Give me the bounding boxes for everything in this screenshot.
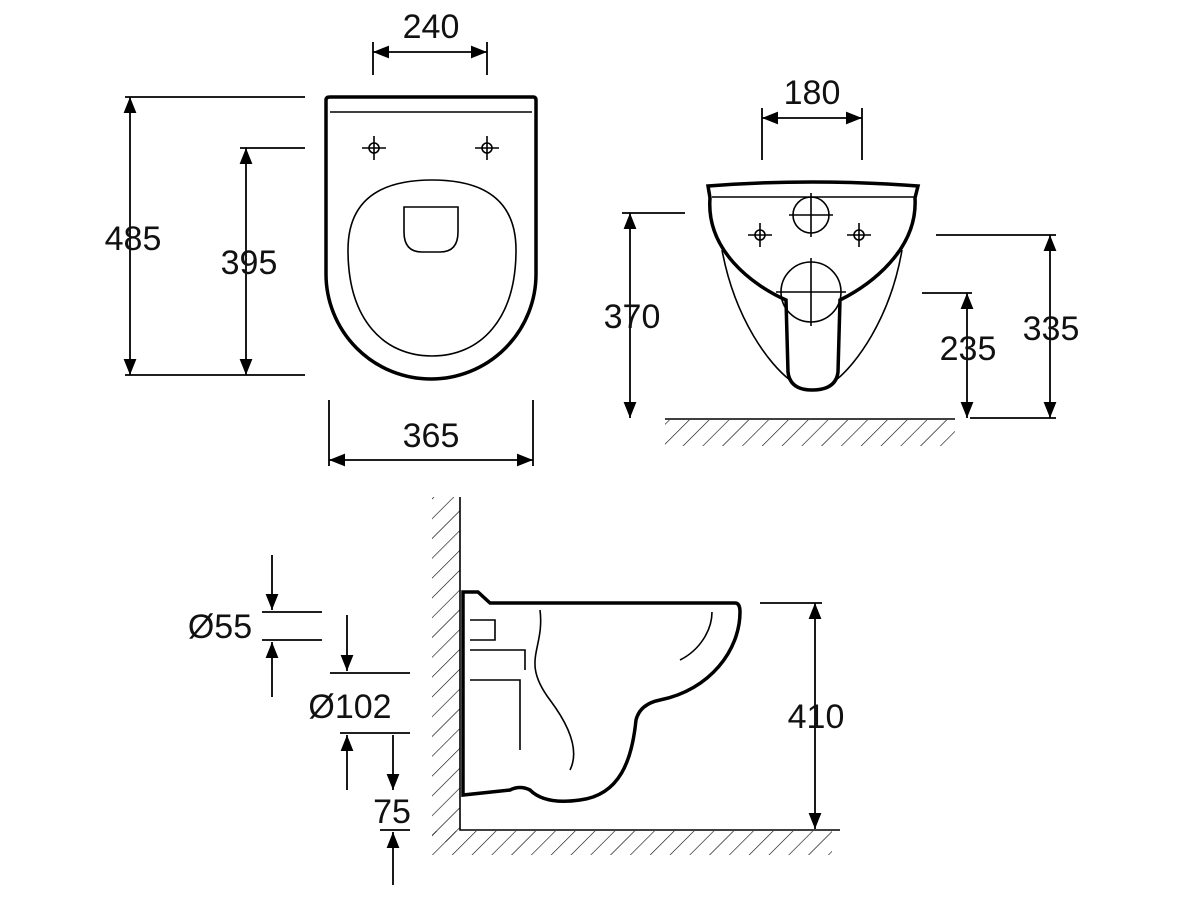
- flush-opening: [403, 206, 459, 253]
- dim-410: 410: [788, 698, 845, 736]
- dim-235: 235: [940, 330, 997, 368]
- dim-395: 395: [221, 244, 278, 282]
- floor-hatch: [432, 831, 832, 855]
- wall-hatch: [432, 497, 460, 842]
- dim-370: 370: [604, 298, 661, 336]
- dim-180: 180: [784, 74, 841, 112]
- dimension-lines: [123, 42, 534, 467]
- dim-365: 365: [403, 417, 460, 455]
- dim-diameter-55: Ø55: [188, 608, 252, 646]
- side-contour: [721, 249, 791, 381]
- side-view: Ø55 Ø102 75 410: [188, 497, 845, 885]
- front-view: 180 370 235 335: [604, 74, 1080, 446]
- dim-485: 485: [105, 220, 162, 258]
- dimension-lines: [262, 555, 822, 885]
- outlet-circle-icon: [748, 193, 871, 326]
- front-outline: [705, 180, 921, 392]
- crosshair-icon: [362, 136, 499, 160]
- dim-335: 335: [1023, 310, 1080, 348]
- dimension-lines: [622, 108, 1057, 419]
- dim-diameter-102: Ø102: [308, 688, 391, 726]
- side-outline: [461, 590, 742, 803]
- wall-floor-line: [459, 497, 840, 831]
- top-view: 240 485 395 365: [105, 8, 538, 467]
- side-contour: [835, 249, 903, 381]
- seat-outline: [347, 179, 517, 357]
- inner-contour: [470, 609, 713, 771]
- dim-240: 240: [403, 8, 460, 46]
- floor-hatch: [665, 420, 955, 446]
- bowl-outline: [324, 95, 538, 381]
- dim-75: 75: [373, 793, 411, 831]
